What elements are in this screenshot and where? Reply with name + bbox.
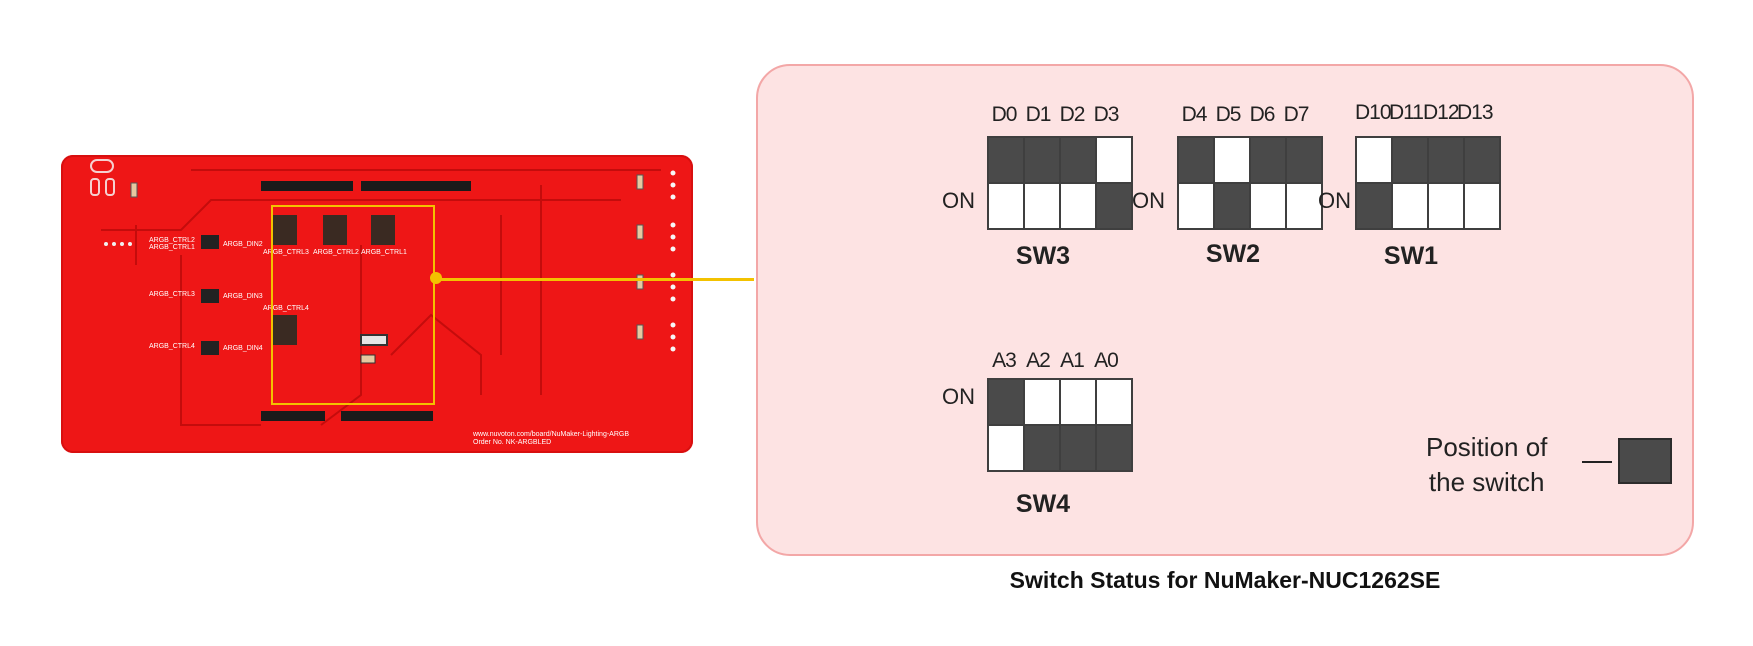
label-argb-din3: ARGB_DIN3 — [223, 293, 263, 300]
pin-label: D0 — [991, 103, 1018, 126]
switch-cell-a2-upper — [1025, 380, 1059, 424]
switch-grid — [987, 136, 1133, 230]
switch-cell-d12-upper — [1429, 138, 1463, 182]
switch-cell-d3-upper — [1097, 138, 1131, 182]
label-url: www.nuvoton.com/board/NuMaker-Lighting-A… — [473, 431, 630, 438]
switch-cell-a0-upper — [1097, 380, 1131, 424]
label-argb-din4: ARGB_DIN4 — [223, 345, 263, 352]
led-chips — [201, 235, 219, 355]
label-argb-ctrl1: ARGB_CTRL1 — [149, 244, 195, 251]
on-label: ON — [1318, 188, 1351, 213]
switch-cell-a3-upper — [989, 380, 1023, 424]
switch-cell-d3-lower — [1097, 184, 1131, 228]
label-sw-ctrl4: ARGB_CTRL4 — [263, 305, 309, 312]
pin-label: D10 — [1355, 101, 1392, 124]
switch-cell-a0-lower — [1097, 426, 1131, 470]
switch-area-highlight — [271, 205, 435, 405]
switch-cell-d7-lower — [1287, 184, 1321, 228]
switch-cell-a3-lower — [989, 426, 1023, 470]
switch-cell-d4-upper — [1179, 138, 1213, 182]
pin-label: D12 — [1423, 101, 1460, 124]
dip-switches — [273, 215, 395, 345]
switch-cell-d1-lower — [1025, 184, 1059, 228]
pin-label: A0 — [1094, 349, 1119, 372]
pin-label: A2 — [1026, 349, 1051, 372]
switch-cell-d10-upper — [1357, 138, 1391, 182]
pin-labels: D4 D5 D6 D7 — [1177, 104, 1313, 125]
label-argb-din2: ARGB_DIN2 — [223, 241, 263, 248]
header-pins-bottom — [261, 411, 433, 421]
label-sw-ctrl1: ARGB_CTRL1 — [361, 249, 407, 256]
switch-cell-d11-lower — [1393, 184, 1427, 228]
label-argb-ctrl3: ARGB_CTRL3 — [149, 291, 195, 298]
pcb-artwork — [90, 159, 676, 426]
switch-cell-d5-upper — [1215, 138, 1249, 182]
pin-labels: A3 A2 A1 A0 — [987, 350, 1123, 371]
switch-status-panel: D0 D1 D2 D3 ON SW3 D4 D5 D6 D7 ON SW2 D1… — [756, 64, 1694, 556]
legend-pointer-line — [1582, 461, 1612, 463]
switch-cell-d2-lower — [1061, 184, 1095, 228]
pin-labels: D10 D11 D12 D13 — [1355, 101, 1494, 124]
label-sw-ctrl2: ARGB_CTRL2 — [313, 249, 359, 256]
label-argb-ctrl2: ARGB_CTRL2 — [149, 237, 195, 244]
switch-cell-d5-lower — [1215, 184, 1249, 228]
switch-cell-d6-lower — [1251, 184, 1285, 228]
legend-line2: the switch — [1428, 467, 1545, 498]
switch-name: SW3 — [1015, 242, 1071, 270]
pin-label: D5 — [1215, 103, 1242, 126]
switch-cell-d4-lower — [1179, 184, 1213, 228]
switch-cell-d7-upper — [1287, 138, 1321, 182]
switch-cell-d6-upper — [1251, 138, 1285, 182]
switch-cell-a1-lower — [1061, 426, 1095, 470]
pin-label: D11 — [1389, 101, 1424, 124]
switch-grid — [987, 378, 1133, 472]
legend-text: Position of the switch — [1426, 430, 1547, 500]
pin-label: D6 — [1249, 103, 1276, 126]
switch-name: SW4 — [1015, 490, 1071, 518]
callout-dot — [430, 272, 442, 284]
switch-name: SW1 — [1383, 242, 1439, 270]
legend-line1: Position of — [1426, 432, 1548, 462]
switch-cell-d10-lower — [1357, 184, 1391, 228]
pin-label: D3 — [1093, 103, 1120, 126]
callout-line — [436, 278, 754, 281]
pin-label: D7 — [1283, 103, 1310, 126]
label-sw-ctrl3: ARGB_CTRL3 — [263, 249, 309, 256]
caption: Switch Status for NuMaker-NUC1262SE — [1009, 567, 1441, 593]
pin-label: D2 — [1059, 103, 1086, 126]
pin-label: D4 — [1181, 103, 1208, 126]
pin-label: D1 — [1025, 103, 1052, 126]
pin-labels: D0 D1 D2 D3 — [987, 104, 1123, 125]
mounting-hole — [90, 159, 114, 173]
switch-grid — [1177, 136, 1323, 230]
switch-cell-d12-lower — [1429, 184, 1463, 228]
label-argb-ctrl4: ARGB_CTRL4 — [149, 343, 195, 350]
label-order-no: Order No. NK-ARGBLED — [473, 439, 552, 446]
pin-label: A3 — [992, 349, 1017, 372]
pin-label: D13 — [1457, 101, 1494, 124]
switch-cell-d1-upper — [1025, 138, 1059, 182]
on-label: ON — [942, 188, 975, 213]
switch-cell-a2-lower — [1025, 426, 1059, 470]
switch-cell-a1-upper — [1061, 380, 1095, 424]
on-label: ON — [942, 384, 975, 409]
switch-cell-d2-upper — [1061, 138, 1095, 182]
switch-name: SW2 — [1205, 240, 1261, 268]
switch-cell-d13-lower — [1465, 184, 1499, 228]
on-label: ON — [1132, 188, 1165, 213]
header-pins-top — [261, 181, 471, 191]
switch-cell-d11-upper — [1393, 138, 1427, 182]
pin-label: A1 — [1060, 349, 1085, 372]
switch-grid — [1355, 136, 1501, 230]
switch-cell-d0-lower — [989, 184, 1023, 228]
switch-cell-d0-upper — [989, 138, 1023, 182]
legend-swatch — [1618, 438, 1672, 484]
switch-cell-d13-upper — [1465, 138, 1499, 182]
